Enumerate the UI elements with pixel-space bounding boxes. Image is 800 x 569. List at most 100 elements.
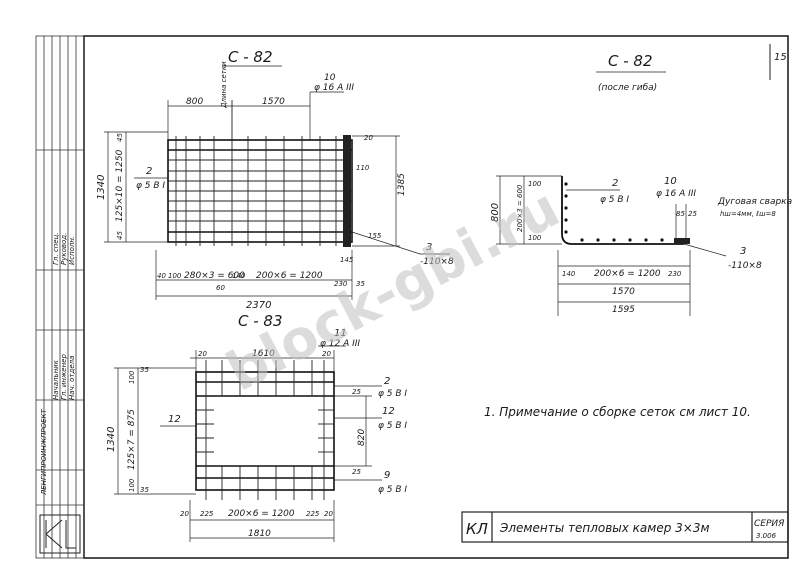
- c82b-dim-85: 85: [676, 210, 685, 218]
- c82-dim-60: 60: [216, 284, 225, 292]
- c82-dim-side: 125×10 = 1250: [115, 149, 125, 222]
- c82-dim-140: 140: [232, 272, 246, 280]
- c82b-title: С - 82: [608, 52, 653, 70]
- c83-dim-20c: 20: [180, 510, 189, 518]
- c82-dim-20: 20: [364, 134, 373, 142]
- tb-row-5: Руковод.: [60, 233, 68, 265]
- tb-row-4: Гл. спец.: [52, 232, 60, 265]
- c82b-dim-25: 25: [688, 210, 697, 218]
- c83-dim-1610: 1610: [252, 349, 275, 359]
- c82-dim-155: 155: [368, 232, 382, 240]
- c83-dim-35b: 35: [140, 486, 149, 494]
- c82-dim-1385: 1385: [397, 173, 407, 196]
- bottom-stamp: [461, 511, 789, 543]
- c82-dim-110: 110: [356, 164, 370, 172]
- c82b-weld-spec: hш=4мм, ℓш=8: [720, 210, 776, 218]
- c82b-bar3: 3: [740, 246, 746, 257]
- c82-bar2: 2: [146, 166, 152, 177]
- c82b-bar10-spec: φ 16 А III: [656, 189, 696, 199]
- c83-title: С - 83: [238, 312, 283, 330]
- c82b-dim-230: 230: [668, 270, 682, 278]
- c82b-bar3-spec: -110×8: [728, 261, 762, 271]
- tb-row-1: Начальник: [52, 359, 60, 400]
- c82-bar3-spec: -110×8: [420, 257, 454, 267]
- c83-bar2-spec: φ 5 В I: [378, 389, 407, 399]
- c82-length-label: Длина сетки: [220, 61, 228, 109]
- c83-dim-225b: 225: [306, 510, 320, 518]
- c82-dim-2370: 2370: [246, 300, 271, 311]
- org-name: ЛЕНГИПРОИНЖПРОЕКТ: [40, 408, 48, 496]
- c83-dim-100a: 100: [128, 370, 136, 384]
- c82b-dim-140: 140: [562, 270, 576, 278]
- c83-dim-200x6: 200×6 = 1200: [228, 509, 295, 519]
- c82b-dim-1570: 1570: [612, 287, 635, 297]
- tb-row-6: Исполн.: [68, 236, 76, 265]
- c82-title: С - 82: [228, 48, 273, 66]
- sheet-number: 15: [774, 52, 787, 63]
- c82-bar3: 3: [426, 242, 432, 253]
- c82-dim-280: 280×3 = 600: [184, 271, 245, 281]
- mesh-c82: С - 82: [96, 48, 454, 311]
- drawing-note: 1. Примечание о сборке сеток см лист 10.: [484, 405, 751, 419]
- c82-dim-230: 230: [334, 280, 348, 288]
- c82-bar10: 10: [324, 73, 336, 83]
- c83-dim-20b: 20: [322, 350, 331, 358]
- stamp-title: Элементы тепловых камер 3×3м: [499, 521, 710, 535]
- c82-strip-plate: [343, 135, 351, 247]
- c82b-bar10: 10: [664, 176, 677, 187]
- c82b-dim-1595: 1595: [612, 305, 635, 315]
- tb-row-2: Гл. инженер: [60, 354, 68, 400]
- c83-dim-25b: 25: [352, 468, 361, 476]
- stamp-series-label: СЕРИЯ: [754, 519, 784, 529]
- c83-dim-25a: 25: [352, 388, 361, 396]
- c82b-weld-label: Дуговая сварка: [717, 197, 792, 207]
- stamp-series-code: 3.006: [756, 532, 777, 540]
- watermark: block-gbi.ru: [217, 176, 570, 403]
- c82b-subtitle: (после гиба): [598, 83, 657, 93]
- c82-bar10-spec: φ 16 А III: [314, 83, 354, 93]
- stamp-code: КЛ: [466, 520, 488, 538]
- c82-dim-145: 145: [340, 256, 354, 264]
- tb-row-3: Нач. отдела: [68, 356, 76, 400]
- c83-dim-1810: 1810: [248, 529, 271, 539]
- c82-dim-45-bot: 45: [116, 231, 124, 240]
- c83-bar12: 12: [382, 406, 395, 417]
- mesh-c82-bent: С - 82 (после гиба): [490, 52, 792, 316]
- c82b-dim-200x6: 200×6 = 1200: [594, 269, 661, 279]
- c82-dim-35: 35: [356, 280, 365, 288]
- c83-dim-side: 125×7 = 875: [127, 409, 137, 470]
- c83-dim-20a: 20: [198, 350, 207, 358]
- c83-bar9: 9: [384, 470, 390, 481]
- c83-bar11: 11: [334, 328, 347, 339]
- c82-dim-1570: 1570: [262, 97, 285, 107]
- c82b-dim-100b: 100: [528, 234, 542, 242]
- c83-bar9-spec: φ 5 В I: [378, 485, 407, 495]
- c82-dim-800: 800: [186, 97, 203, 107]
- mesh-c83: С - 83: [106, 312, 407, 542]
- c83-dim-35a: 35: [140, 366, 149, 374]
- c82-bar2-spec: φ 5 В I: [136, 181, 165, 191]
- c82-dim-45-top: 45: [116, 133, 124, 142]
- c82b-dim-100: 100: [528, 180, 542, 188]
- c82-dim-100: 100: [168, 272, 182, 280]
- c82b-dim-800: 800: [490, 203, 501, 222]
- c83-bar11-spec: φ 12 А III: [320, 339, 360, 349]
- c82b-bar2: 2: [612, 178, 618, 189]
- c82-dim-200x6: 200×6 = 1200: [256, 271, 323, 281]
- c83-bar2: 2: [384, 376, 390, 387]
- c83-dim-20d: 20: [324, 510, 333, 518]
- c83-dim-100b: 100: [128, 478, 136, 492]
- org-logo: [39, 514, 81, 554]
- c83-bar12-left: 12: [168, 414, 181, 425]
- c83-dim-225a: 225: [200, 510, 214, 518]
- c82b-dim-side: 200×3 = 600: [516, 184, 524, 232]
- c82-dim-1340: 1340: [96, 175, 107, 200]
- c83-dim-820: 820: [357, 429, 367, 446]
- c82b-bar2-spec: φ 5 В I: [600, 195, 629, 205]
- c83-bar12-spec: φ 5 В I: [378, 421, 407, 431]
- c83-dim-1340: 1340: [106, 427, 117, 452]
- c82-dim-40: 40: [157, 272, 166, 280]
- side-title-block: [35, 35, 85, 559]
